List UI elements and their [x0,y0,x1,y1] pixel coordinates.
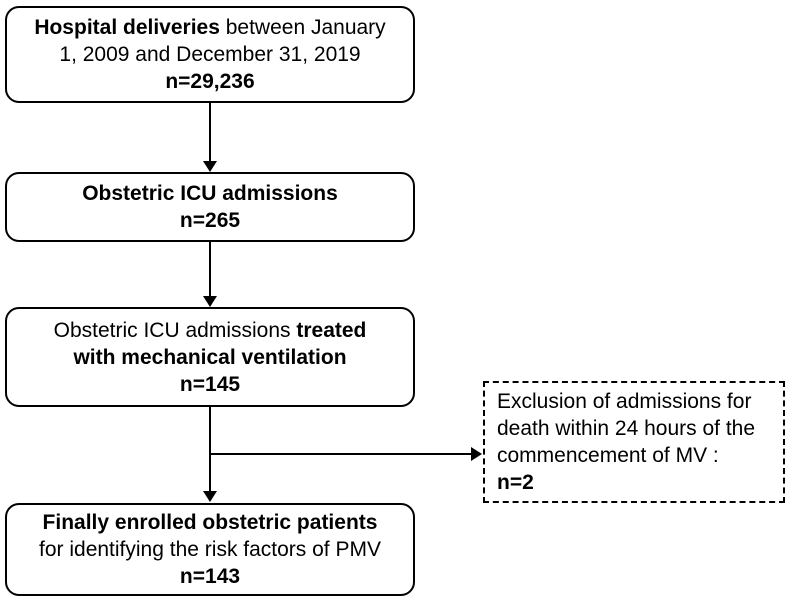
box-line: commencement of MV : [497,444,719,467]
connector-line-1 [209,103,211,162]
box-line: Finally enrolled obstetric patients [42,511,378,534]
flow-box-icu-admissions: Obstetric ICU admissions n=265 [5,172,415,242]
box-count: n=265 [179,209,241,232]
connector-line-3 [209,407,211,492]
box-text-bold: treated [296,318,367,342]
box-text-bold: Hospital deliveries [34,16,220,39]
box-count: n=143 [179,565,241,588]
box-text: between January [219,16,386,39]
box-count: n=2 [497,471,534,494]
flow-box-finally-enrolled: Finally enrolled obstetric patients for … [5,503,415,596]
connector-line-2 [209,242,211,297]
box-line: Obstetric ICU admissions treated [17,317,403,344]
box-line: Exclusion of admissions for [497,390,752,413]
box-line: Hospital deliveries between January [17,14,403,41]
box-line: for identifying the risk factors of PMV [39,538,381,561]
box-line: Obstetric ICU admissions [82,182,338,205]
box-line: with mechanical ventilation [73,345,347,369]
box-count: n=145 [179,372,241,396]
box-count: n=29,236 [165,70,255,93]
flow-box-mechanical-ventilation: Obstetric ICU admissions treated with me… [5,307,415,407]
connector-line-exclusion [210,453,471,455]
flow-box-exclusion: Exclusion of admissions for death within… [483,381,785,503]
flow-box-hospital-deliveries: Hospital deliveries between January 1, 2… [5,6,415,103]
box-text: Obstetric ICU admissions [53,318,297,342]
arrowhead-down-3 [203,491,217,502]
arrowhead-down-2 [203,296,217,307]
box-line: death within 24 hours of the [497,417,756,440]
arrowhead-right-exclusion [471,447,482,461]
arrowhead-down-1 [203,161,217,172]
box-line: 1, 2009 and December 31, 2019 [59,43,361,66]
